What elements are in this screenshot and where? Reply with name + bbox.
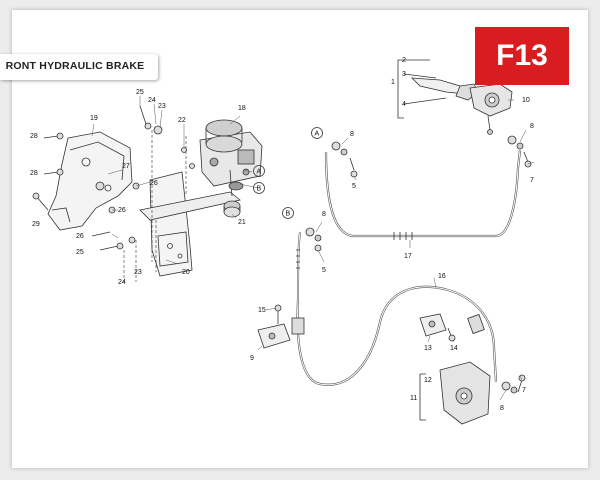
fasteners-left — [32, 105, 195, 251]
part-label-10: 10 — [522, 97, 530, 104]
clamp-13 — [419, 313, 456, 342]
callout-circle-a-abs — [253, 165, 265, 177]
part-label-20: 20 — [182, 269, 190, 276]
part-label-8-c: 8 — [322, 211, 326, 218]
part-label-8-d: 8 — [500, 405, 504, 412]
part-label-13: 13 — [424, 345, 432, 352]
brake-lever-assembly-10 — [397, 59, 513, 135]
part-label-8-b: 8 — [530, 123, 534, 130]
part-label-27: 27 — [122, 163, 130, 170]
part-label-2: 2 — [402, 57, 406, 64]
callout-circle-a-upper — [311, 127, 323, 139]
part-label-3: 3 — [402, 71, 406, 78]
diagram-title-tab: RONT HYDRAULIC BRAKE — [0, 54, 158, 80]
brake-hose-b-segment — [296, 227, 322, 301]
part-label-7-lower: 7 — [522, 387, 526, 394]
callout-circle-b-abs — [253, 182, 265, 194]
fittings-upper — [331, 135, 532, 178]
bracket-19 — [47, 131, 133, 231]
diagram-title: RONT HYDRAULIC BRAKE — [5, 60, 145, 72]
damper-21 — [223, 200, 241, 218]
part-label-23-upper: 23 — [158, 103, 166, 110]
section-badge: F13 — [475, 27, 569, 85]
part-label-24-upper: 24 — [148, 97, 156, 104]
part-label-28-lower: 28 — [30, 170, 38, 177]
part-label-29: 29 — [32, 221, 40, 228]
brake-hose-17 — [324, 149, 522, 240]
callout-a-upper: A — [315, 131, 320, 138]
part-label-24-lower: 24 — [118, 279, 126, 286]
part-label-12: 12 — [424, 377, 432, 384]
brake-caliper-11 — [419, 361, 526, 425]
leader-lines — [91, 96, 535, 401]
part-label-16: 16 — [438, 273, 446, 280]
part-label-19: 19 — [90, 115, 98, 122]
part-label-26-c: 26 — [76, 233, 84, 240]
part-label-5-lower: 5 — [322, 267, 326, 274]
part-label-7-upper: 7 — [530, 177, 534, 184]
part-label-15: 15 — [258, 307, 266, 314]
part-label-26-b: 26 — [118, 207, 126, 214]
callout-a-abs: A — [257, 169, 262, 176]
part-label-25-upper: 25 — [136, 89, 144, 96]
part-label-11: 11 — [410, 395, 417, 402]
part-label-25-lower: 25 — [76, 249, 84, 256]
part-label-18: 18 — [238, 105, 246, 112]
assembly-lines-left — [123, 130, 187, 282]
clamp-9 — [257, 304, 291, 349]
part-label-28-upper: 28 — [30, 133, 38, 140]
part-label-8-a: 8 — [350, 131, 354, 138]
part-label-14: 14 — [450, 345, 458, 352]
part-label-4: 4 — [402, 101, 406, 108]
part-label-5-upper: 5 — [352, 183, 356, 190]
part-label-9: 9 — [250, 355, 254, 362]
callout-b-lower: B — [286, 211, 291, 218]
abs-modulator-18 — [199, 119, 263, 197]
part-label-23-lower: 23 — [134, 269, 142, 276]
part-label-17: 17 — [404, 253, 412, 260]
callout-circle-b-lower — [282, 207, 294, 219]
brake-hose-16 — [291, 285, 498, 386]
bracket-20 — [139, 171, 241, 277]
part-label-22: 22 — [178, 117, 186, 124]
part-label-21: 21 — [238, 219, 246, 226]
part-label-26-a: 26 — [150, 180, 158, 187]
callout-b-abs: B — [257, 186, 262, 193]
part-label-1: 1 — [391, 79, 395, 86]
